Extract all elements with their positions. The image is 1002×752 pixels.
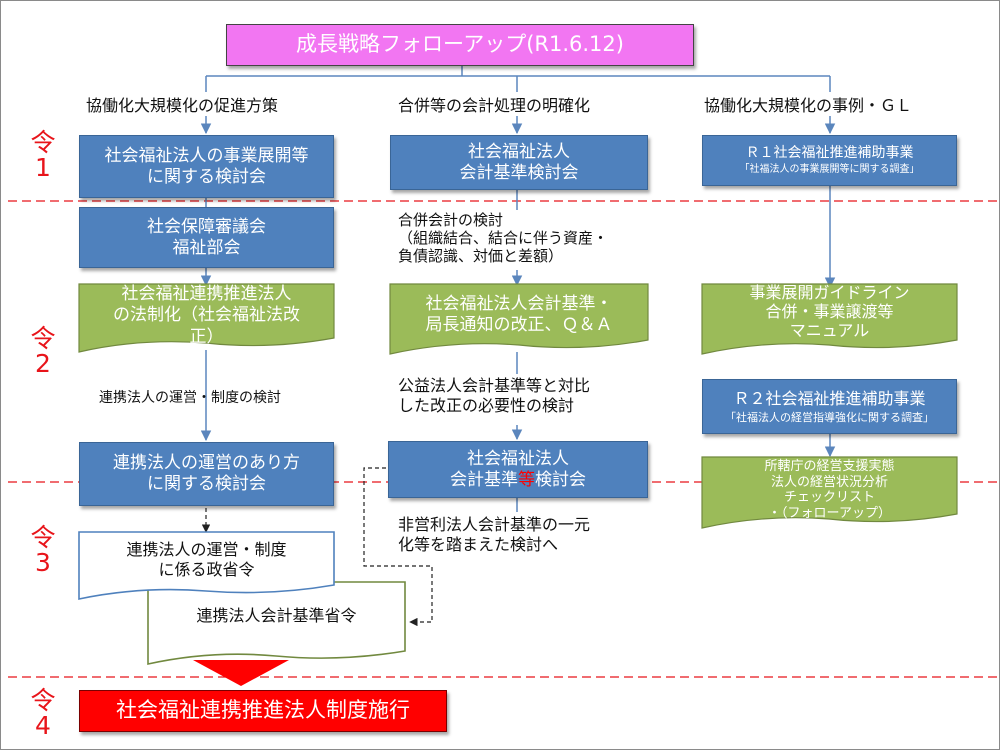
title-branch-connector (205, 66, 831, 92)
guideline-document-shape (701, 283, 958, 355)
guideline-document-label: 事業展開ガイドライン 合併・事業譲渡等 マニュアル (749, 283, 910, 341)
accounting-standards-meeting-box: 社会福祉法人 会計基準検討会 (390, 135, 648, 190)
accounting-standards-meeting2-box: 社会福祉法人 会計基準等検討会 (388, 441, 648, 498)
r2-subsidy-title: Ｒ２社会福祉推進補助事業 (733, 389, 926, 409)
merger-accounting-text: 合併会計の検討 （組織結合、結合に伴う資産・ 負債認識、対価と差額） (398, 211, 609, 265)
law-document-label: 社会福祉連携推進法人 の法制化（社会福祉法改 正） (113, 284, 300, 347)
revision-document-label: 社会福祉法人会計基準・ 局長通知の改正、Ｑ＆Ａ (425, 294, 613, 336)
r1-subsidy-box: Ｒ１社会福祉推進補助事業 「社福法人の事業展開等に関する調査」 (702, 135, 957, 186)
r1-subsidy-subtitle: 「社福法人の事業展開等に関する調査」 (739, 163, 920, 175)
nonprofit-text: 非営利法人会計基準の一元 化等を踏まえた検討へ (398, 515, 591, 554)
meeting2-line2: 会計基準等検討会 (450, 469, 586, 490)
center-dashed-loop (363, 467, 433, 627)
title-box: 成長戦略フォローアップ(R1.6.12) (226, 24, 694, 66)
business-expansion-meeting-box: 社会福祉法人の事業展開等 に関する検討会 (79, 135, 334, 198)
survey-document-shape (701, 456, 958, 529)
meeting2-line1: 社会福祉法人 (467, 448, 569, 469)
r2-subsidy-box: Ｒ２社会福祉推進補助事業 「社福法人の経営指導強化に関する調査」 (702, 379, 957, 434)
consider-system-text: 連携法人の運営・制度の検討 (99, 390, 281, 406)
column-header-right: 協働化大規模化の事例・ＧＬ (704, 96, 913, 115)
column-header-center: 合併等の会計処理の明確化 (398, 96, 591, 115)
ordinance-label: 連携法人の運営・制度 に係る政省令 (126, 540, 287, 579)
revision-document-shape (389, 283, 649, 355)
social-security-council-box: 社会保障審議会 福祉部会 (79, 207, 334, 268)
survey-document-label: 所轄庁の経営支援実態 法人の経営状況分析 チェックリスト ・（フォローアップ） (764, 459, 895, 521)
final-enforcement-box: 社会福祉連携推進法人制度施行 (79, 690, 447, 732)
final-arrow-shape (193, 660, 289, 686)
law-document-shape (78, 283, 335, 353)
management-meeting-box: 連携法人の運営のあり方 に関する検討会 (79, 442, 334, 506)
accounting-ordinance-label: 連携法人会計基準省令 (196, 606, 357, 625)
meeting2-red-char: 等 (518, 469, 535, 490)
r2-subsidy-subtitle: 「社福法人の経営指導強化に関する調査」 (725, 410, 934, 424)
accounting-ordinance-shape (147, 581, 406, 665)
column-header-left: 協働化大規模化の促進方策 (86, 96, 279, 115)
r1-subsidy-title: Ｒ１社会福祉推進補助事業 (745, 144, 914, 161)
ordinance-shape (78, 531, 335, 600)
compare-text: 公益法人会計基準等と対比 した改正の必要性の検討 (398, 376, 591, 415)
